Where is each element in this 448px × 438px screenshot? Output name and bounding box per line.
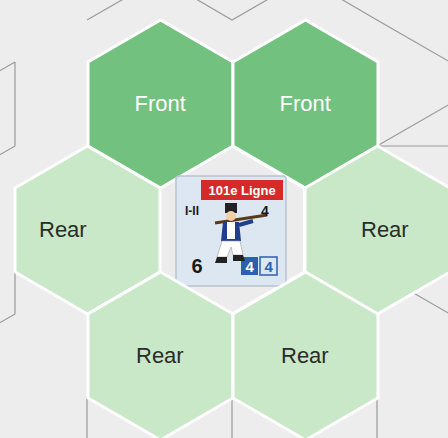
hex-label: Rear [136,343,184,369]
unit-counter: 101e LigneI-II4644 [175,175,287,287]
soldier-figure [215,203,267,263]
hex-label: Rear [281,343,329,369]
hex-label: Front [280,91,331,117]
movement-value: 4 [265,258,273,275]
hex-cell: Rear [88,272,233,438]
hex-label: Front [135,91,186,117]
hex-cell: Rear [233,272,378,438]
hex-label: Rear [39,217,87,243]
morale-value: 4 [246,258,254,275]
unit-size: I-II [185,204,199,218]
hex-label: Rear [361,217,409,243]
unit-value: 4 [261,203,269,219]
combat-value: 6 [192,255,203,278]
unit-name: 101e Ligne [209,183,276,198]
